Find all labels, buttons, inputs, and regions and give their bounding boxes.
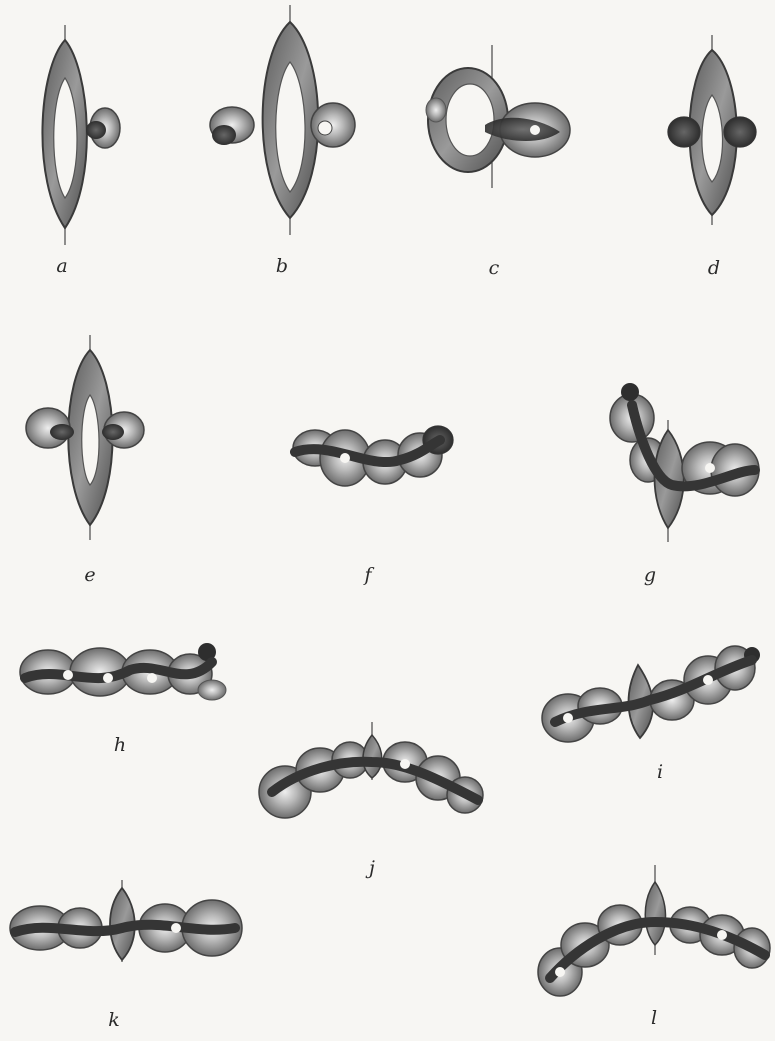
label-i: i <box>657 761 663 783</box>
figure-e <box>26 335 144 540</box>
label-b: b <box>276 255 288 277</box>
figure-b <box>210 5 355 235</box>
label-h: h <box>114 734 126 756</box>
figure-g <box>610 383 759 542</box>
figure-a <box>42 25 120 245</box>
label-e: e <box>84 564 95 586</box>
figure-l <box>538 865 770 996</box>
figure-d <box>668 35 756 225</box>
label-c: c <box>489 257 500 279</box>
label-a: a <box>56 255 67 277</box>
label-j: j <box>369 857 375 879</box>
label-d: d <box>708 257 720 279</box>
figure-k <box>10 880 242 962</box>
figure-c <box>426 45 570 188</box>
label-k: k <box>108 1009 120 1031</box>
figure-j <box>259 722 483 818</box>
figure-h <box>20 643 226 700</box>
label-g: g <box>644 564 656 586</box>
figure-i <box>542 646 760 742</box>
figure-f <box>293 426 453 486</box>
label-f: f <box>364 564 371 586</box>
label-l: l <box>651 1007 657 1029</box>
